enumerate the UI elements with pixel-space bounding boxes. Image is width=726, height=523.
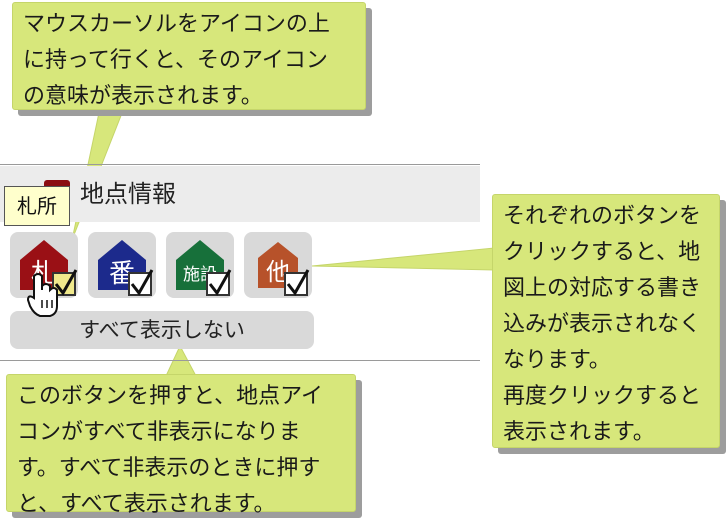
checkmark-icon (130, 269, 154, 296)
toggle-bangai-button[interactable]: 番 (88, 232, 156, 298)
checkmark-icon (208, 269, 232, 296)
toggle-other-button[interactable]: 他 (244, 232, 312, 298)
panel-header (0, 166, 480, 222)
panel-bottom-divider (0, 360, 480, 361)
toggle-shisetsu-button[interactable]: 施設 (166, 232, 234, 298)
show-none-button[interactable]: すべて表示しない (10, 311, 314, 349)
panel-title: 地点情報 (80, 180, 176, 208)
checkmark-icon (286, 269, 310, 296)
other-checkbox[interactable] (284, 269, 310, 296)
callout-tooltip-explanation: マウスカーソルをアイコンの上 に持って行くと、そのアイコン の意味が表示されます… (12, 2, 366, 110)
panel-top-divider (0, 164, 480, 165)
fudasho-checkbox[interactable] (52, 269, 78, 296)
callout-toggle-explanation: それぞれのボタンを クリックすると、地 図上の対応する書き 込みが表示されなく … (492, 194, 720, 448)
bangai-checkbox[interactable] (128, 269, 154, 296)
checkmark-icon (54, 269, 78, 296)
shisetsu-checkbox[interactable] (206, 269, 232, 296)
hand-cursor-icon (26, 273, 58, 317)
icon-tooltip: 札所 (4, 186, 70, 226)
callout-show-none-explanation: このボタンを押すと、地点アイ コンがすべて非表示になりま す。すべて非表示のとき… (6, 374, 356, 517)
